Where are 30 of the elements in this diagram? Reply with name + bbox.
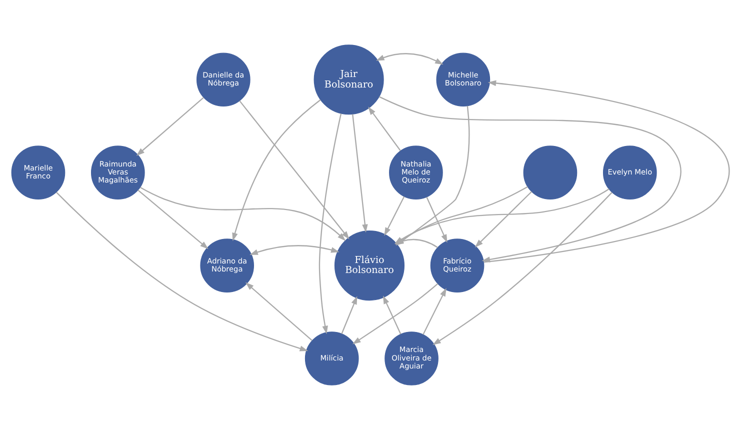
arrow bbox=[484, 80, 729, 263]
node-circle: Milícia bbox=[304, 332, 359, 386]
arrow bbox=[136, 97, 204, 156]
arrow bbox=[422, 288, 446, 335]
arrow bbox=[352, 114, 368, 233]
node-circle: Evelyn Melo bbox=[602, 146, 657, 200]
arrow bbox=[474, 191, 532, 248]
arrow bbox=[232, 99, 321, 242]
node-circle: Nathalia Melo de Queiroz bbox=[389, 146, 443, 200]
arrow bbox=[250, 245, 340, 255]
arrow bbox=[368, 106, 401, 151]
arrow bbox=[378, 96, 682, 262]
arrow bbox=[138, 190, 208, 250]
arrow bbox=[352, 283, 438, 344]
arrow bbox=[376, 53, 444, 65]
arrow bbox=[384, 196, 405, 236]
arrow bbox=[140, 186, 346, 241]
arrow bbox=[426, 196, 448, 243]
arrow bbox=[432, 192, 612, 346]
node-circle: Marcia Oliveira de Aguiar bbox=[384, 332, 438, 386]
arrow bbox=[245, 282, 312, 341]
arrow bbox=[318, 113, 342, 334]
arrow bbox=[382, 296, 402, 334]
node-circle: Danielle da Nóbrega bbox=[196, 52, 250, 107]
arrow bbox=[239, 100, 350, 240]
node-circle: Marielle Franco bbox=[11, 146, 66, 200]
node-circle bbox=[523, 146, 578, 200]
node-circle: Michelle Bolsonaro bbox=[436, 52, 490, 107]
arrow bbox=[341, 296, 358, 334]
arrow bbox=[56, 192, 308, 352]
